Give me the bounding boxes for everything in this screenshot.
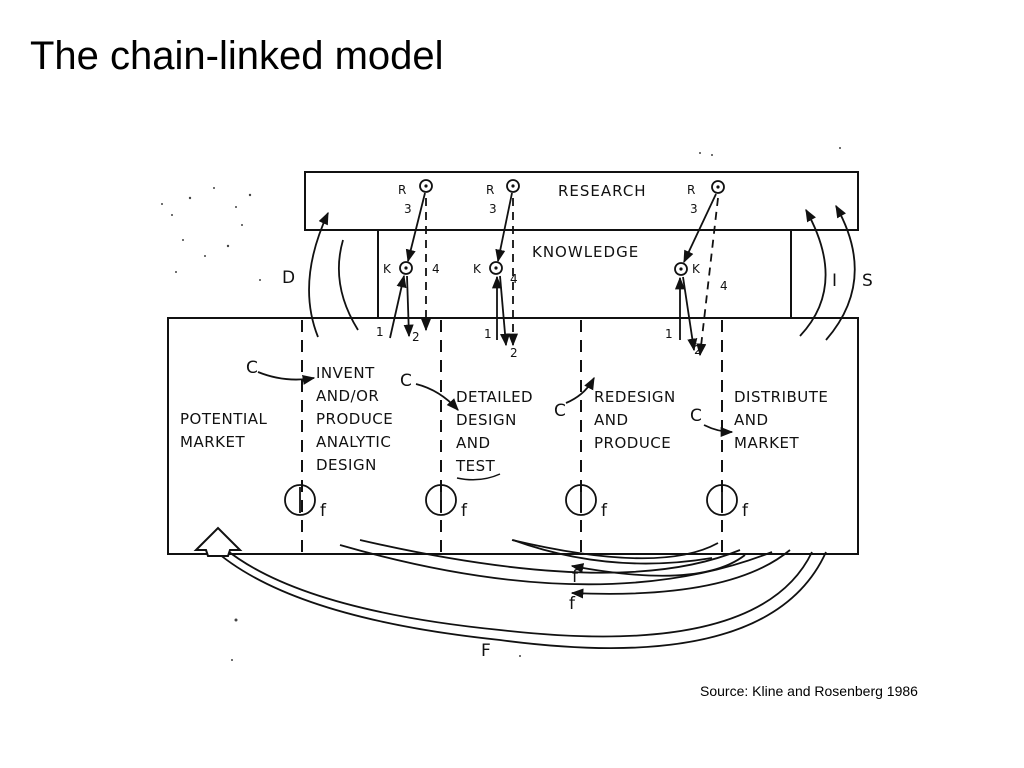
- link-1-stage-3: 1: [665, 327, 673, 341]
- label-s: S: [862, 271, 873, 291]
- chain-linked-model-diagram: RESEARCH KNOWLEDGE POTENTIAL MARKET INVE…: [161, 147, 873, 661]
- research-node-2-r: R: [486, 183, 494, 197]
- stage-2-line-1: DETAILED: [456, 388, 533, 406]
- stage-2-line-4: TEST: [455, 457, 496, 475]
- scan-noise: [161, 147, 841, 661]
- research-node-2: R 3: [486, 179, 520, 216]
- link-1-stage-1: 1: [376, 325, 384, 339]
- feedback-loop-1: f: [284, 484, 327, 521]
- research-label: RESEARCH: [558, 182, 647, 200]
- research-node-1-circle: [419, 179, 433, 193]
- stage-3-line-1: REDESIGN: [594, 388, 676, 406]
- short-feedback-f-2: f: [569, 594, 576, 614]
- knowledge-node-3-k: K: [692, 262, 701, 276]
- research-node-3: R 3: [687, 180, 725, 216]
- chain-c-2: C: [400, 371, 412, 391]
- link-2-stage-3: 2: [694, 343, 702, 357]
- stage-2-line-3: AND: [456, 434, 491, 452]
- research-node-2-3: 3: [489, 202, 497, 216]
- direct-link-d-arcs: [308, 211, 359, 338]
- label-big-f: F: [481, 641, 491, 661]
- knowledge-node-2: K 4: [473, 261, 518, 286]
- knowledge-node-2-4: 4: [510, 272, 518, 286]
- knowledge-node-1-k: K: [383, 262, 392, 276]
- research-node-3-circle: [711, 180, 725, 194]
- market-feedback-arc: [211, 547, 827, 649]
- i-s-arcs: [799, 204, 856, 341]
- stage-2-underline: [456, 473, 501, 481]
- feedback-loop-3: f: [565, 484, 608, 521]
- chain-c-3: C: [554, 401, 566, 421]
- stage-1-line-3: PRODUCE: [316, 410, 393, 428]
- feedback-loop-2-f: f: [461, 501, 468, 521]
- feedback-loop-3-f: f: [601, 501, 608, 521]
- short-feedback-f-1: f: [572, 567, 579, 587]
- stage-1-line-5: DESIGN: [316, 456, 377, 474]
- feedback-loop-4: f: [706, 484, 749, 521]
- short-feedback-arcs: [339, 539, 791, 599]
- knowledge-node-3-circle: [674, 262, 688, 276]
- chain-c-4: C: [690, 406, 702, 426]
- slide-title: The chain-linked model: [30, 34, 444, 78]
- research-node-3-3: 3: [690, 202, 698, 216]
- knowledge-node-3: K 4: [674, 262, 728, 293]
- link-2-stage-2: 2: [510, 346, 518, 360]
- stage-3-line-2: AND: [594, 411, 629, 429]
- research-knowledge-links: [405, 192, 719, 357]
- stage-2-line-2: DESIGN: [456, 411, 517, 429]
- stage-1-line-4: ANALYTIC: [316, 433, 391, 451]
- link-1-stage-2: 1: [484, 327, 492, 341]
- knowledge-label: KNOWLEDGE: [532, 243, 639, 261]
- potential-market-label-2: MARKET: [180, 433, 245, 451]
- stage-3-line-3: PRODUCE: [594, 434, 671, 452]
- research-node-1: R 3: [398, 179, 433, 216]
- label-d: D: [282, 268, 295, 288]
- knowledge-node-1-4: 4: [432, 262, 440, 276]
- feedback-loop-1-f: f: [320, 501, 327, 521]
- research-node-1-3: 3: [404, 202, 412, 216]
- stage-4-line-3: MARKET: [734, 434, 799, 452]
- label-i: I: [832, 271, 837, 291]
- knowledge-node-3-4: 4: [720, 279, 728, 293]
- potential-market-label-1: POTENTIAL: [180, 410, 268, 428]
- research-node-3-r: R: [687, 183, 695, 197]
- market-feedback-arrowhead: [193, 526, 243, 557]
- chain-of-innovation-arrows: [257, 371, 734, 438]
- research-node-2-circle: [506, 179, 520, 193]
- source-citation: Source: Kline and Rosenberg 1986: [700, 683, 918, 699]
- stage-4-line-1: DISTRIBUTE: [734, 388, 828, 406]
- stage-1-line-1: INVENT: [316, 364, 375, 382]
- knowledge-node-1: K 4: [383, 261, 440, 276]
- stage-1-line-2: AND/OR: [316, 387, 379, 405]
- chain-c-1: C: [246, 358, 258, 378]
- feedback-loop-2: f: [425, 484, 468, 521]
- knowledge-stage-links: [389, 274, 698, 352]
- stage-4-line-2: AND: [734, 411, 769, 429]
- link-2-stage-1: 2: [412, 330, 420, 344]
- knowledge-node-2-k: K: [473, 262, 482, 276]
- research-node-1-r: R: [398, 183, 406, 197]
- feedback-loop-4-f: f: [742, 501, 749, 521]
- research-box: [304, 171, 859, 231]
